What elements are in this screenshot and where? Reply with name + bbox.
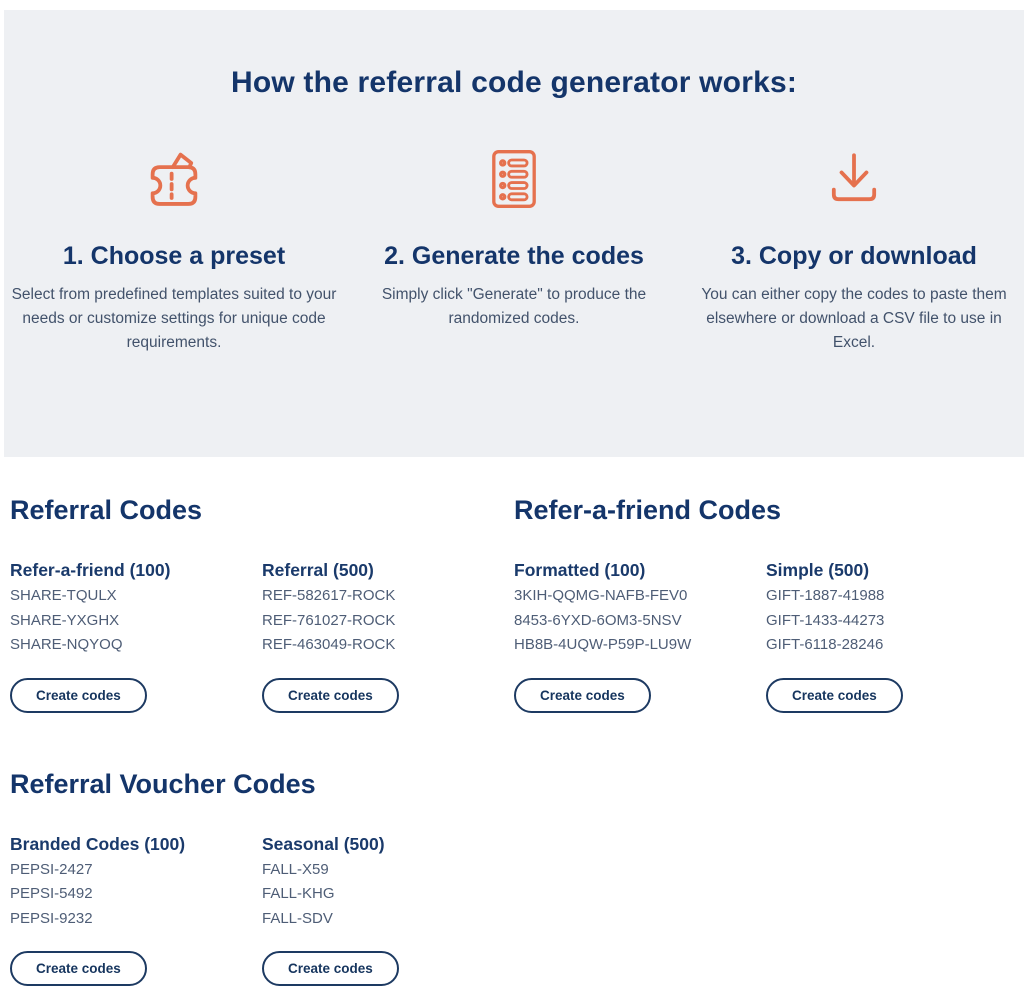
preset-name: Seasonal (500) <box>262 833 385 854</box>
list-items-icon <box>344 140 684 218</box>
coupon-icon <box>4 140 344 218</box>
create-codes-button[interactable]: Create codes <box>10 951 147 986</box>
code-value: FALL-X59 <box>262 860 329 878</box>
code-value: GIFT-1887-41988 <box>766 587 885 604</box>
code-value: FALL-KHG <box>262 885 335 902</box>
step-generate-codes: 2. Generate the codes Simply click "Gene… <box>344 140 684 355</box>
step-copy-download: 3. Copy or download You can either copy … <box>684 140 1024 355</box>
section-title: Referral Voucher Codes <box>10 768 316 799</box>
code-value: SHARE-YXGHX <box>10 611 120 629</box>
code-value: SHARE-NQYOQ <box>10 636 123 653</box>
code-value: PEPSI-9232 <box>10 909 93 927</box>
code-value: REF-463049-ROCK <box>262 636 396 653</box>
code-value: GIFT-6118-28246 <box>766 636 884 653</box>
section-referral-voucher-codes: Referral Voucher Codes Branded Codes (10… <box>10 768 533 986</box>
preset-simple-500: Simple (500) GIFT-1887-41988 GIFT-1433-4… <box>766 560 1018 713</box>
preset-name: Simple (500) <box>766 560 870 580</box>
step-3-description: You can either copy the codes to paste t… <box>701 286 1007 351</box>
code-value: FALL-SDV <box>262 909 333 927</box>
create-codes-button[interactable]: Create codes <box>766 677 903 713</box>
preset-branded-codes-100: Branded Codes (100) PEPSI-2427 PEPSI-549… <box>10 833 262 986</box>
steps-row: 1. Choose a preset Select from predefine… <box>4 140 1024 355</box>
sections-row-2: Referral Voucher Codes Branded Codes (10… <box>10 768 1014 986</box>
sections-row-1: Referral Codes Refer-a-friend (100) SHAR… <box>10 495 1014 713</box>
download-icon <box>684 140 1024 218</box>
preset-formatted-100: Formatted (100) 3KIH-QQMG-NAFB-FEV0 8453… <box>514 560 766 713</box>
preset-refer-a-friend-100: Refer-a-friend (100) SHARE-TQULX SHARE-Y… <box>10 560 262 713</box>
code-sections: Referral Codes Refer-a-friend (100) SHAR… <box>0 457 1024 986</box>
preset-name: Formatted (100) <box>514 560 646 580</box>
section-referral-codes: Referral Codes Refer-a-friend (100) SHAR… <box>10 495 514 713</box>
code-value: REF-761027-ROCK <box>262 611 396 629</box>
code-value: GIFT-1433-44273 <box>766 611 885 629</box>
create-codes-button[interactable]: Create codes <box>10 677 147 713</box>
create-codes-button[interactable]: Create codes <box>514 677 651 713</box>
code-value: SHARE-TQULX <box>10 587 117 604</box>
section-refer-a-friend-codes: Refer-a-friend Codes Formatted (100) 3KI… <box>514 495 1018 713</box>
code-value: 8453-6YXD-6OM3-5NSV <box>514 611 682 629</box>
step-2-description: Simply click "Generate" to produce the r… <box>381 286 647 327</box>
section-title: Refer-a-friend Codes <box>514 495 782 525</box>
code-value: REF-582617-ROCK <box>262 587 396 604</box>
page-title: How the referral code generator works: <box>230 66 798 99</box>
preset-name: Branded Codes (100) <box>10 833 186 854</box>
step-1-description: Select from predefined templates suited … <box>11 286 337 351</box>
step-1-heading: 1. Choose a preset <box>62 242 286 270</box>
step-3-heading: 3. Copy or download <box>731 242 977 270</box>
code-value: 3KIH-QQMG-NAFB-FEV0 <box>514 587 688 604</box>
create-codes-button[interactable]: Create codes <box>262 951 399 986</box>
how-it-works-panel: How the referral code generator works: 1… <box>4 10 1024 457</box>
create-codes-button[interactable]: Create codes <box>262 677 399 713</box>
code-value: PEPSI-5492 <box>10 885 93 902</box>
preset-name: Refer-a-friend (100) <box>10 560 171 580</box>
code-value: PEPSI-2427 <box>10 860 93 878</box>
preset-name: Referral (500) <box>262 560 374 580</box>
step-2-heading: 2. Generate the codes <box>384 242 644 270</box>
preset-seasonal-500: Seasonal (500) FALL-X59 FALL-KHG FALL-SD… <box>262 833 514 986</box>
step-choose-preset: 1. Choose a preset Select from predefine… <box>4 140 344 355</box>
preset-referral-500: Referral (500) REF-582617-ROCK REF-76102… <box>262 560 514 713</box>
section-title: Referral Codes <box>10 495 203 525</box>
code-value: HB8B-4UQW-P59P-LU9W <box>514 636 692 653</box>
